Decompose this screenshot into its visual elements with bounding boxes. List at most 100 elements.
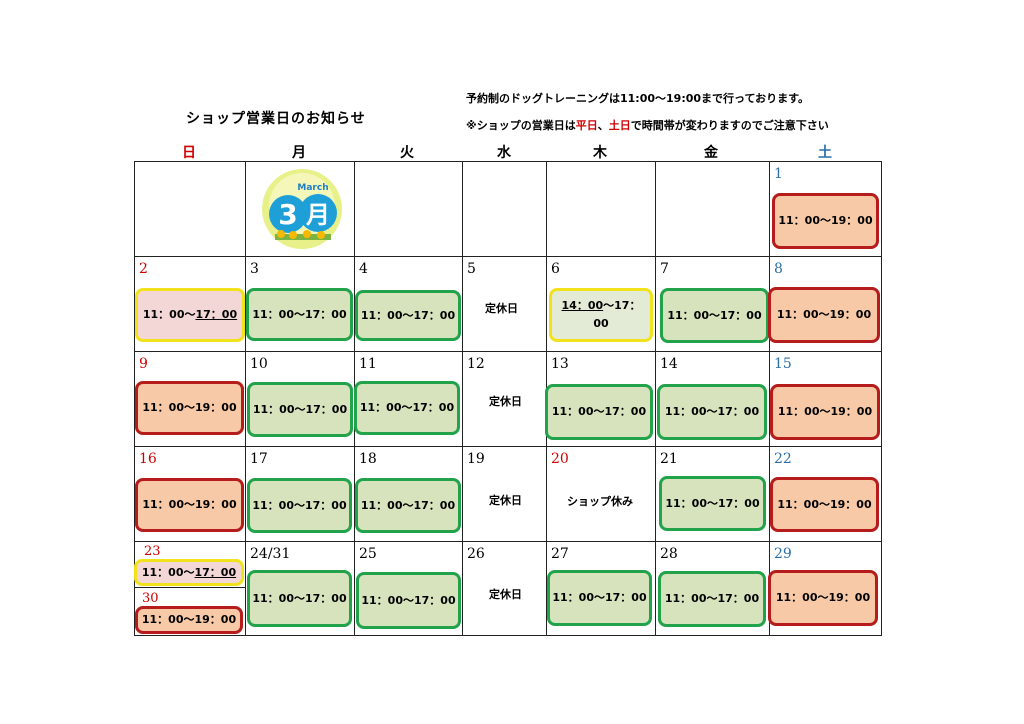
calendar-cell-empty xyxy=(354,161,463,257)
day-number: 22 xyxy=(774,451,792,467)
logo-label: March xyxy=(297,183,328,193)
hours-box: 11：00～19：00 xyxy=(135,478,244,532)
calendar-cell-empty xyxy=(134,161,246,257)
notice-weekend: 土日 xyxy=(608,119,631,132)
hours-start: 14：00 xyxy=(561,299,604,313)
day-number: 8 xyxy=(774,261,783,277)
calendar-cell-day-26: 26 定休日 xyxy=(462,541,547,636)
day-number: 29 xyxy=(774,546,792,562)
closed-label: 定休日 xyxy=(489,588,522,601)
weekday-thu: 木 xyxy=(593,145,607,161)
closed-label: 定休日 xyxy=(485,302,518,315)
svg-text:月: 月 xyxy=(305,201,330,229)
notice-line-1: 予約制のドッグトレーニングは11:00～19:00まで行っております。 xyxy=(466,92,810,105)
calendar-cell-day-3: 3 11：00～17：00 xyxy=(245,256,355,352)
day-number: 19 xyxy=(467,451,485,467)
calendar-cell-day-27: 27 11：00～17：00 xyxy=(546,541,656,636)
page-title: ショップ営業日のお知らせ xyxy=(186,111,366,127)
hours-start: 11：00～ xyxy=(141,565,195,579)
hours-box: 11：00～19：00 xyxy=(135,606,243,634)
hours-box: 11：00～17：00 xyxy=(247,382,353,437)
day-number: 16 xyxy=(139,451,157,467)
calendar-cell-day-2: 2 11：00～17：00 xyxy=(134,256,246,352)
calendar-cell-day-6: 6 14：00～17：00 xyxy=(546,256,656,352)
day-number-23: 23 xyxy=(144,544,161,559)
hours-box: 11：00～17：00 xyxy=(134,559,244,586)
hours-box: 11：00～17：00 xyxy=(659,476,766,531)
day-number: 7 xyxy=(660,261,669,277)
march-calendar-icon: 3 月 March xyxy=(262,169,342,249)
hours-box: 11：00～17：00 xyxy=(660,288,769,343)
weekday-wed: 水 xyxy=(497,145,511,161)
hours-end: 17：00 xyxy=(194,565,237,579)
hours-box: 11：00～19：00 xyxy=(768,570,878,626)
calendar-cell-day-4: 4 11：00～17：00 xyxy=(354,256,463,352)
calendar-cell-empty xyxy=(655,161,770,257)
calendar-cell-day-12: 12 定休日 xyxy=(462,351,547,447)
hours-box: 11：00～17：00 xyxy=(356,572,461,629)
day-number: 17 xyxy=(250,451,268,467)
day-number: 9 xyxy=(139,356,148,372)
closed-label: 定休日 xyxy=(489,494,522,507)
day-number: 10 xyxy=(250,356,268,372)
hours-box: 11：00～17：00 xyxy=(545,384,653,440)
day-number: 6 xyxy=(551,261,560,277)
notice-line-2: ※ショップの営業日は平日、土日で時間帯が変わりますのでご注意下さい xyxy=(466,117,829,133)
calendar-cell-day-16: 16 11：00～19：00 xyxy=(134,446,246,542)
day-number: 2 xyxy=(139,261,148,277)
weekday-sat: 土 xyxy=(818,145,832,161)
calendar-cell-day-17: 17 11：00～17：00 xyxy=(245,446,355,542)
day-number: 12 xyxy=(467,356,485,372)
day-number: 4 xyxy=(359,261,368,277)
calendar-cell-day-22: 22 11：00～19：00 xyxy=(769,446,882,542)
hours-box: 11：00～17：00 xyxy=(246,288,353,341)
day-number: 14 xyxy=(660,356,678,372)
calendar-cell-day-1: 1 11：00～19：00 xyxy=(769,161,882,257)
cell-divider xyxy=(135,587,245,588)
calendar-cell-day-11: 11 11：00～17：00 xyxy=(354,351,463,447)
calendar-cell-day-10: 10 11：00～17：00 xyxy=(245,351,355,447)
day-number: 3 xyxy=(250,261,259,277)
hours-box: 11：00～17：00 xyxy=(247,478,352,533)
hours-box: 11：00～17：00 xyxy=(135,288,245,342)
calendar-cell-day-25: 25 11：00～17：00 xyxy=(354,541,463,636)
calendar-cell-day-14: 14 11：00～17：00 xyxy=(655,351,770,447)
weekday-sun: 日 xyxy=(182,145,196,161)
calendar-cell-empty xyxy=(546,161,656,257)
day-number: 27 xyxy=(551,546,569,562)
calendar-cell-day-24-31: 24/31 11：00～17：00 xyxy=(245,541,355,636)
day-number: 11 xyxy=(359,356,377,372)
calendar-cell-day-18: 18 11：00～17：00 xyxy=(354,446,463,542)
shop-closed-label: ショップ休み xyxy=(567,495,633,508)
logo-month: 3 xyxy=(278,198,297,231)
closed-label: 定休日 xyxy=(489,395,522,408)
hours-end: 17：00 xyxy=(195,308,238,322)
calendar-cell-day-19: 19 定休日 xyxy=(462,446,547,542)
day-number: 18 xyxy=(359,451,377,467)
calendar-cell-day-5: 5 定休日 xyxy=(462,256,547,352)
day-number: 28 xyxy=(660,546,678,562)
hours-end: ～17：00 xyxy=(593,299,641,330)
hours-box: 11：00～17：00 xyxy=(657,384,767,440)
notice-text: ※ショップの営業日は xyxy=(466,119,576,132)
hours-box: 11：00～19：00 xyxy=(768,287,880,343)
notice-text: で時間帯が変わりますのでご注意下さい xyxy=(630,119,829,132)
day-number: 21 xyxy=(660,451,678,467)
day-number-30: 30 xyxy=(142,591,159,606)
hours-box: 11：00～17：00 xyxy=(658,571,766,627)
hours-box: 11：00～19：00 xyxy=(135,381,244,435)
hours-box: 11：00～19：00 xyxy=(772,193,879,249)
hours-box: 11：00～19：00 xyxy=(770,384,880,440)
weekday-fri: 金 xyxy=(704,145,718,161)
day-number: 20 xyxy=(551,451,569,467)
calendar-cell-day-8: 8 11：00～19：00 xyxy=(768,256,882,352)
hours-box: 11：00～17：00 xyxy=(247,570,352,627)
day-number: 15 xyxy=(774,356,792,372)
hours-box: 11：00～17：00 xyxy=(355,478,461,533)
calendar-cell-day-23-30: 23 11：00～17：00 30 11：00～19：00 xyxy=(134,541,246,636)
notice-weekday: 平日 xyxy=(575,119,598,132)
hours-box: 11：00～17：00 xyxy=(354,381,460,435)
hours-box: 11：00～17：00 xyxy=(547,570,652,626)
day-number: 26 xyxy=(467,546,485,562)
hours-start: 11：00～ xyxy=(142,308,196,322)
